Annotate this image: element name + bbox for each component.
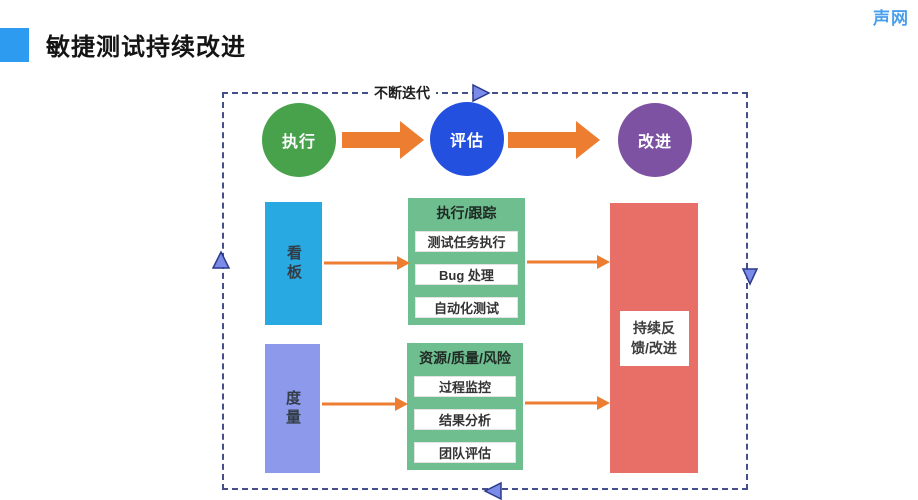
panel-row-test-task-execution: 测试任务执行 [415, 231, 518, 252]
panel-resource-quality-risk-header: 资源/质量/风险 [419, 350, 511, 366]
panel-execution-tracking: 执行/跟踪 测试任务执行 Bug 处理 自动化测试 [408, 198, 525, 325]
continuous-feedback-label-line1: 持续反 [633, 319, 675, 336]
panel-resource-quality-risk: 资源/质量/风险 过程监控 结果分析 团队评估 [407, 343, 523, 470]
continuous-feedback-label-line2: 馈/改进 [631, 340, 677, 356]
panel-execution-tracking-header: 执行/跟踪 [436, 205, 497, 221]
cycle-node-evaluate: 评估 [430, 102, 504, 176]
panel-row-result-analysis: 结果分析 [414, 409, 516, 430]
panel-row-automated-testing: 自动化测试 [415, 297, 518, 318]
metrics-label: 度量 [284, 389, 301, 428]
cycle-node-execute: 执行 [262, 103, 336, 177]
agora-logo: 声网 [873, 9, 909, 28]
page-title: 敏捷测试持续改进 [46, 34, 246, 61]
continuous-feedback-label: 持续反 馈/改进 [619, 310, 689, 366]
continuous-feedback-box: 持续反 馈/改进 [610, 203, 698, 473]
metrics-box: 度量 [265, 344, 320, 473]
panel-row-process-monitoring: 过程监控 [414, 376, 516, 397]
iteration-loop-label: 不断迭代 [368, 83, 436, 103]
title-accent-square [0, 28, 29, 62]
kanban-box: 看板 [265, 202, 322, 325]
panel-row-team-evaluation: 团队评估 [414, 442, 516, 463]
panel-row-bug-handling: Bug 处理 [415, 264, 518, 285]
cycle-node-improve: 改进 [618, 103, 692, 177]
kanban-label: 看板 [285, 244, 302, 283]
